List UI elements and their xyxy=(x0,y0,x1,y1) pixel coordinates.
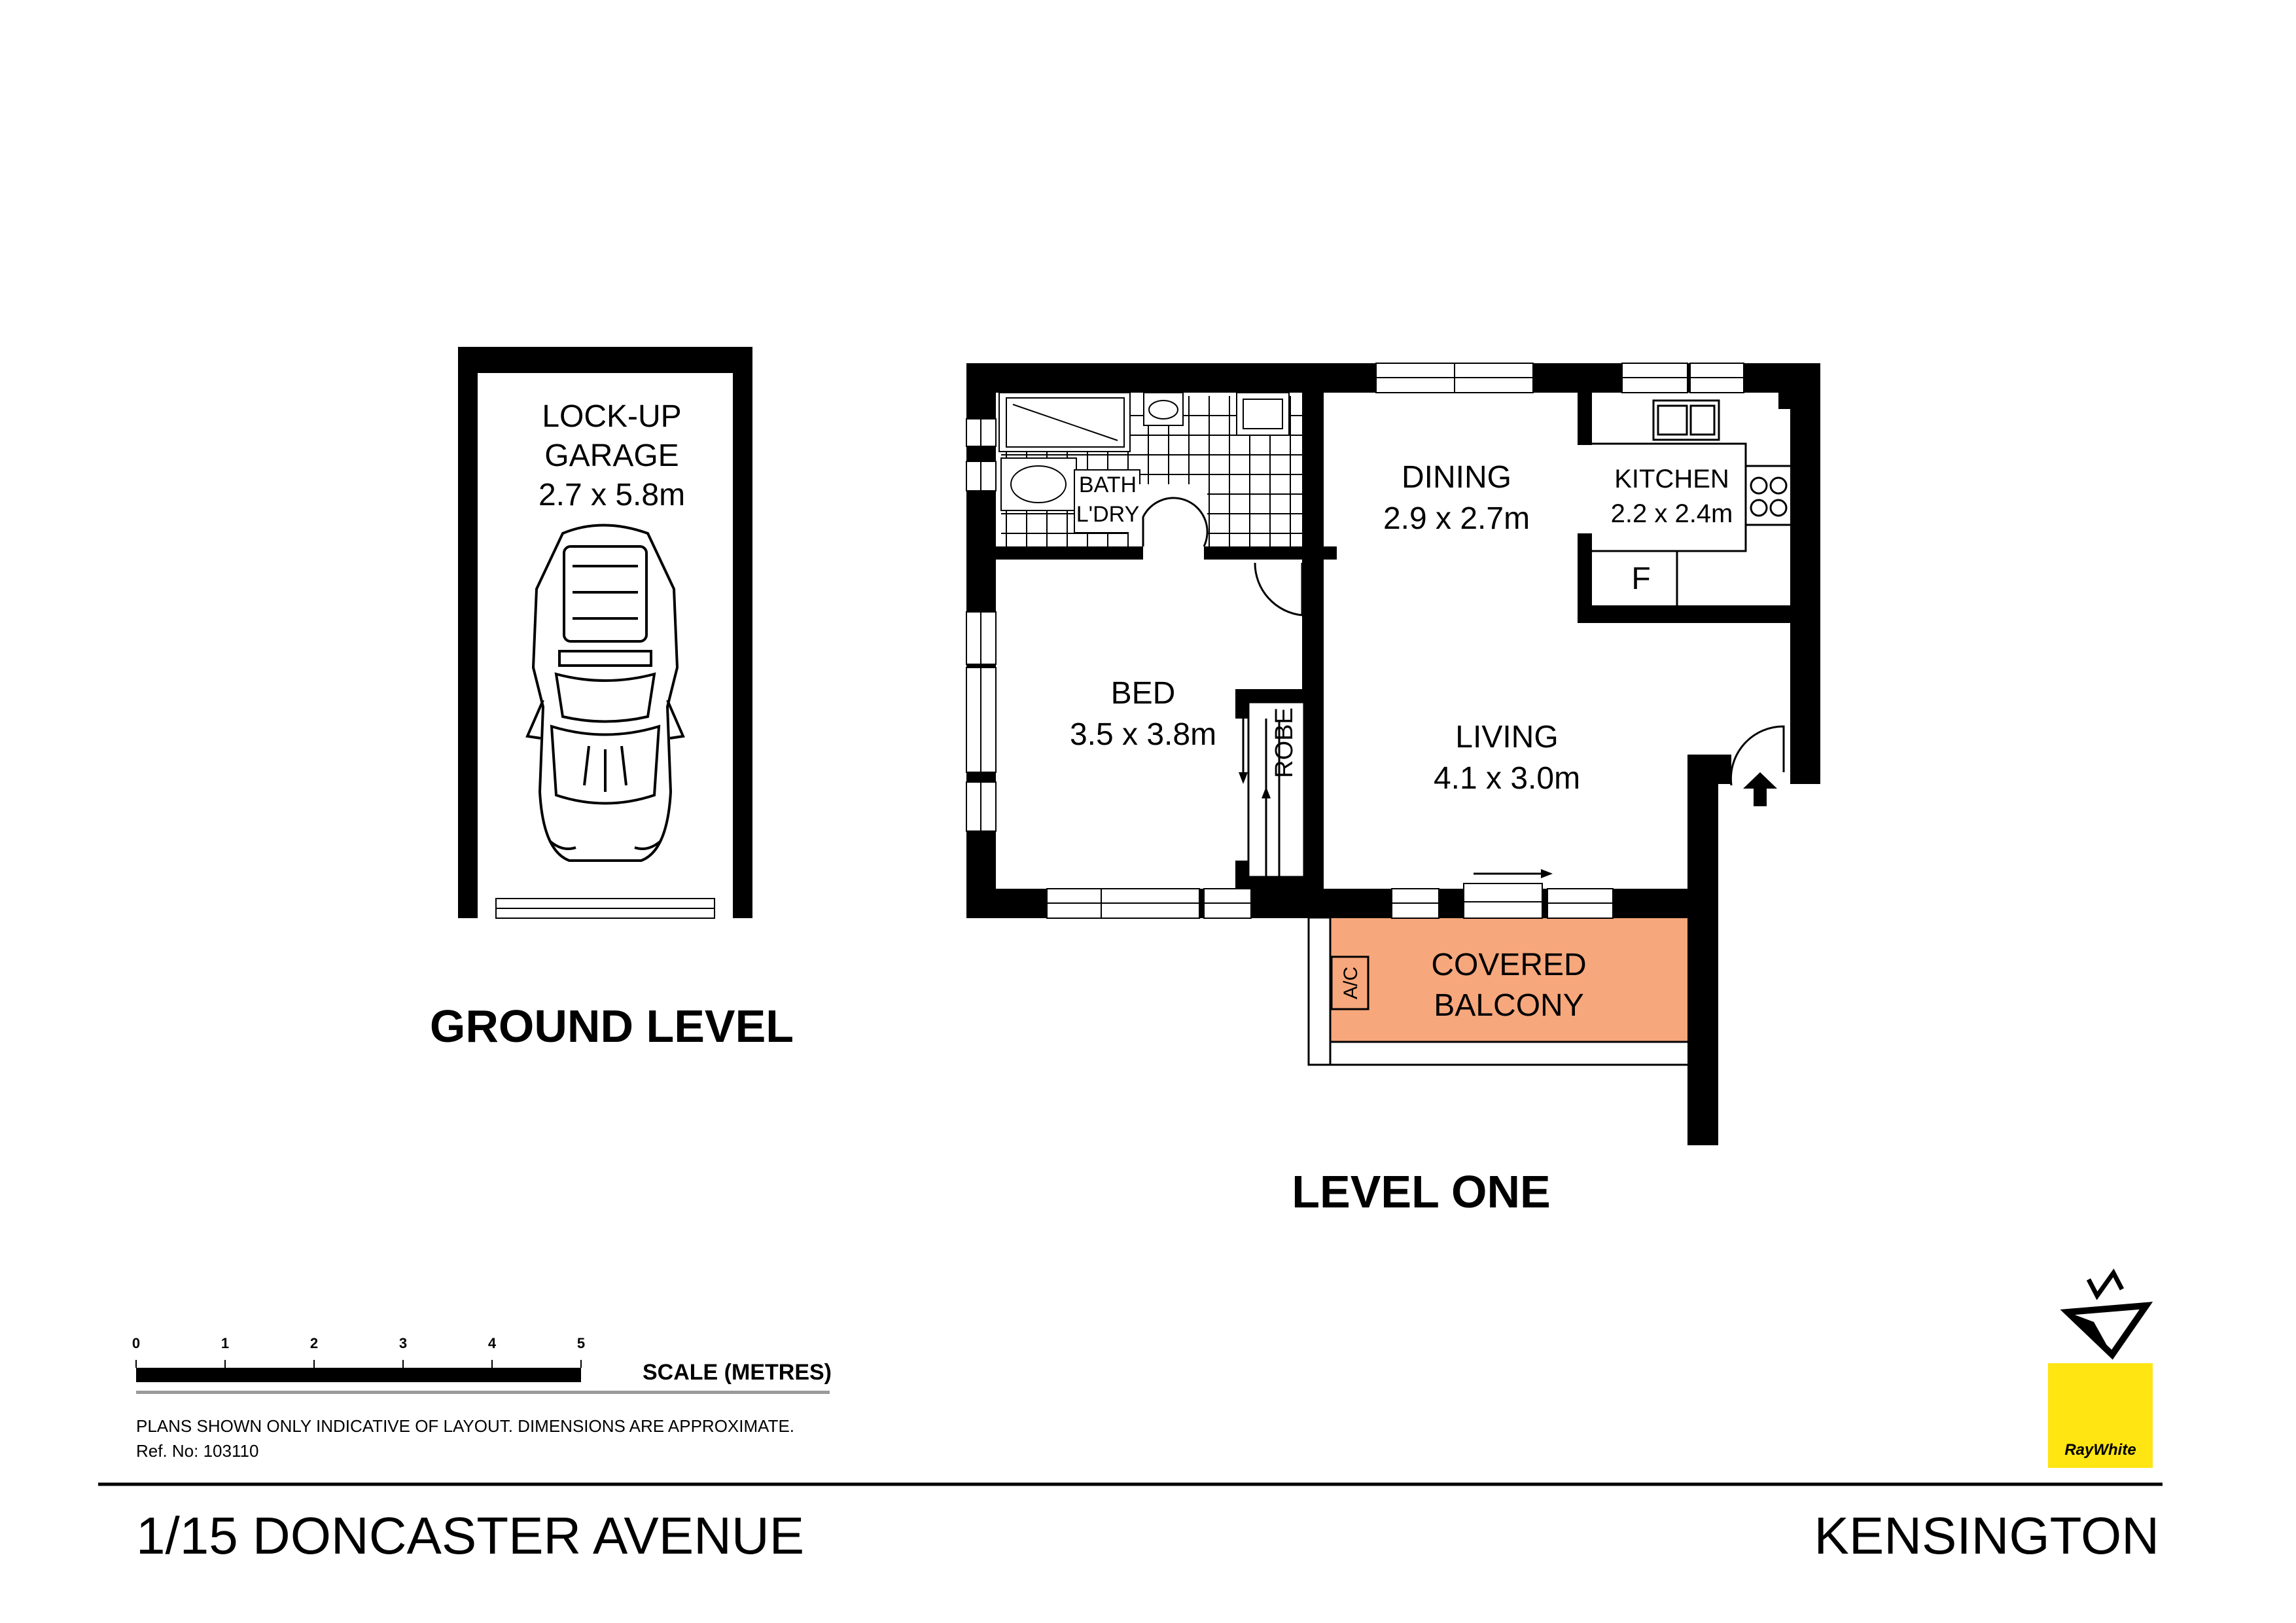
fridge-label: F xyxy=(1631,562,1650,596)
arrows xyxy=(1239,772,1777,878)
address: 1/15 DONCASTER AVENUE xyxy=(136,1507,804,1565)
scale-tick-2: 2 xyxy=(310,1335,318,1351)
level-one-title: LEVEL ONE xyxy=(1292,1166,1550,1217)
scale-tick-3: 3 xyxy=(399,1335,407,1351)
scale-tick-5: 5 xyxy=(577,1335,585,1351)
scale-tick-0: 0 xyxy=(132,1335,140,1351)
scale-label: SCALE (METRES) xyxy=(643,1360,832,1385)
bathroom-tiles xyxy=(998,392,1302,546)
windows xyxy=(966,363,1744,919)
reference-number: Ref. No: 103110 xyxy=(136,1441,258,1461)
dining-name: DINING xyxy=(1402,460,1511,495)
disclaimer: PLANS SHOWN ONLY INDICATIVE OF LAYOUT. D… xyxy=(136,1416,794,1436)
level-one-plan: BATH L'DRY DINING 2.9 x 2.7m KITCHEN 2.2… xyxy=(966,363,1820,1217)
living-size: 4.1 x 3.0m xyxy=(1434,761,1580,796)
ground-level-title: GROUND LEVEL xyxy=(430,1001,794,1052)
ac-unit xyxy=(1330,955,1369,1010)
covered-balcony-area xyxy=(1330,918,1687,1042)
dining-size: 2.9 x 2.7m xyxy=(1383,501,1530,536)
kitchen-fittings xyxy=(1584,398,1793,605)
bed-name: BED xyxy=(1111,676,1176,711)
logo-text: RayWhite xyxy=(2064,1441,2136,1459)
garage-name-line1: LOCK-UP xyxy=(542,399,681,434)
garage-size: 2.7 x 5.8m xyxy=(539,478,685,512)
garage-name-line2: GARAGE xyxy=(544,438,679,473)
car-icon xyxy=(525,524,685,862)
balcony-label-line2: BALCONY xyxy=(1434,988,1583,1023)
ac-label: A/C xyxy=(1340,967,1362,999)
scale-bar: 0 1 2 3 4 5 SCALE (METRES) xyxy=(132,1335,832,1394)
living-name: LIVING xyxy=(1455,720,1558,755)
bed-size: 3.5 x 3.8m xyxy=(1070,717,1216,752)
balcony-label-line1: COVERED xyxy=(1431,948,1586,982)
scale-tick-4: 4 xyxy=(488,1335,497,1351)
robe-label: ROBE xyxy=(1271,707,1298,778)
kitchen-name: KITCHEN xyxy=(1614,465,1729,493)
bath-label-line2: L'DRY xyxy=(1076,502,1140,527)
doors xyxy=(1142,497,1785,878)
raywhite-logo: RayWhite xyxy=(2048,1363,2153,1468)
north-compass-icon xyxy=(2060,1268,2153,1360)
entry-arrow-icon xyxy=(1743,772,1777,806)
bath-label-line1: BATH xyxy=(1079,473,1137,497)
kitchen-size: 2.2 x 2.4m xyxy=(1611,499,1733,528)
scale-tick-1: 1 xyxy=(221,1335,229,1351)
suburb: KENSINGTON xyxy=(1814,1507,2160,1565)
garage-plan: LOCK-UP GARAGE 2.7 x 5.8m GROUND LEVEL xyxy=(430,347,794,1052)
